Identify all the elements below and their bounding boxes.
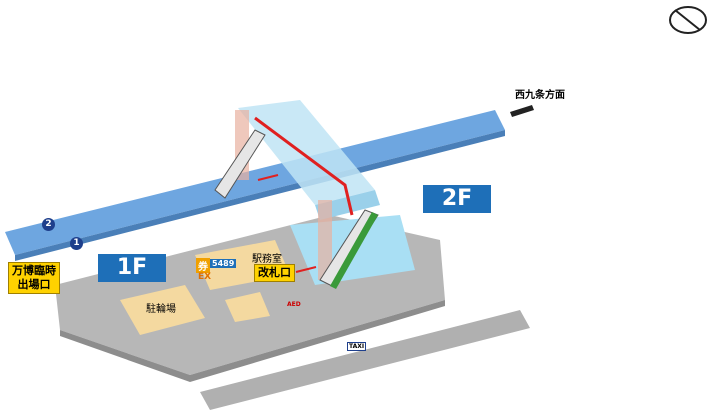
- road: [200, 310, 530, 410]
- escalator-right: [330, 212, 378, 289]
- transfer-arrow-right: [295, 266, 317, 273]
- elevator-shaft-right: [318, 200, 332, 280]
- ex-icon: EX: [198, 272, 212, 282]
- stairs-left: [214, 129, 266, 199]
- expo-exit-label: 万博臨時 出場口: [8, 262, 60, 294]
- station-office-label: 駅務室: [252, 254, 282, 265]
- bike-parking-area: [120, 285, 205, 335]
- direction-arrow: [510, 105, 534, 117]
- track-1-marker: 1: [70, 237, 83, 250]
- expo-exit-line2: 出場口: [17, 278, 51, 291]
- track-2-marker: 2: [42, 218, 55, 231]
- concourse: [238, 100, 375, 205]
- compass-icon: [669, 6, 707, 34]
- expo-exit-line1: 万博臨時: [12, 264, 56, 277]
- floor-badge-2f: 2F: [423, 185, 491, 213]
- direction-label: 西九条方面: [515, 90, 565, 101]
- aed-icon: AED: [287, 301, 301, 308]
- taxi-icon: TAXI: [347, 342, 367, 351]
- platform-2f-edge: [15, 130, 505, 261]
- bike-parking-label: 駐輪場: [146, 304, 176, 315]
- floor-badge-1f: 1F: [98, 254, 166, 282]
- ticket-machine-icon: 券: [196, 258, 210, 273]
- ticket-gate-label: 改札口: [254, 264, 295, 282]
- transfer-arrow-left: [257, 174, 279, 181]
- ic-card-icon: 5489: [210, 259, 237, 268]
- route-line: [254, 116, 354, 216]
- locker-area: [225, 292, 270, 322]
- platform-2f: [5, 110, 505, 255]
